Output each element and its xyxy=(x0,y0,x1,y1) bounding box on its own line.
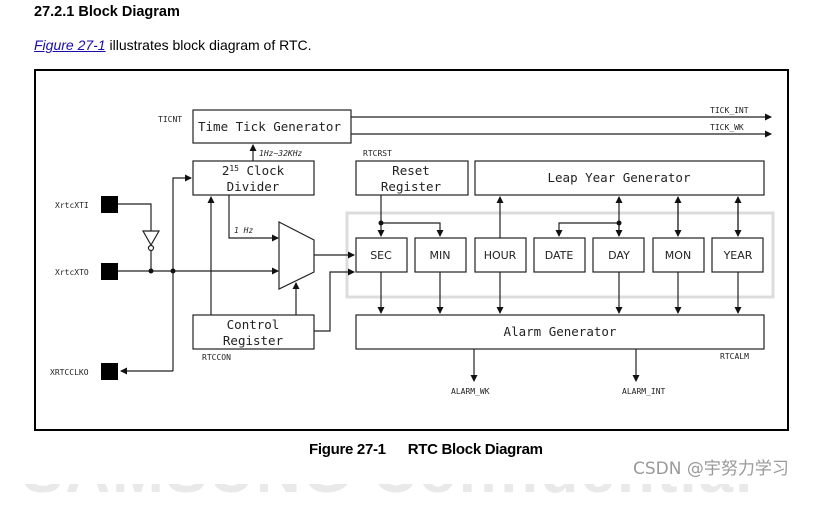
section-heading: 27.2.1 Block Diagram xyxy=(34,4,180,20)
control-register-block xyxy=(192,314,315,350)
caption-title: RTC Block Diagram xyxy=(407,441,543,458)
alarm-label: Alarm Generator xyxy=(504,324,617,339)
min-label: MIN xyxy=(430,249,451,262)
figure-link[interactable]: Figure 27-1 xyxy=(34,37,106,53)
inverter-bubble xyxy=(147,244,155,252)
date-label: DATE xyxy=(545,249,574,262)
intro-text: illustrates block diagram of RTC. xyxy=(105,37,312,53)
ticnt-label: TICNT xyxy=(158,115,182,124)
one-hz-line xyxy=(228,195,279,242)
clko-pin-label: XRTCCLKO xyxy=(50,368,89,377)
alarm-generator-block xyxy=(355,314,765,350)
year-label: YEAR xyxy=(723,249,753,262)
hour-label: HOUR xyxy=(484,249,517,262)
one-hz-label: 1 Hz xyxy=(234,226,253,235)
divider-label-line1: 215 Clock xyxy=(222,163,285,178)
reset-to-min-line xyxy=(381,222,444,237)
reset-label-line1: Reset xyxy=(392,163,430,178)
tick-int-label: TICK_INT xyxy=(710,106,749,115)
figure-frame xyxy=(34,69,789,431)
day-label: DAY xyxy=(608,249,630,262)
divider-label-line2: Divider xyxy=(227,179,280,194)
rtc-block-diagram: TICNT Time Tick Generator 1Hz~32KHz RTCR… xyxy=(50,106,775,396)
caption-number: Figure 27-1 xyxy=(309,441,386,458)
clko-pin-pad xyxy=(101,363,118,380)
time-tick-label: Time Tick Generator xyxy=(198,119,341,134)
sec-label: SEC xyxy=(370,249,392,262)
control-label-line2: Register xyxy=(223,333,284,348)
mon-label: MON xyxy=(665,249,691,262)
inverter-triangle xyxy=(141,230,161,247)
xto-pin-pad xyxy=(101,263,118,280)
leap-to-date-line xyxy=(555,222,619,237)
divider-input-line xyxy=(172,174,192,371)
alarm-wk-label: ALARM_WK xyxy=(451,387,490,396)
leap-year-label: Leap Year Generator xyxy=(548,170,691,185)
control-label-line1: Control xyxy=(227,317,280,332)
xti-line xyxy=(118,203,152,231)
xti-pin-pad xyxy=(101,196,118,213)
reset-register-block xyxy=(355,160,469,196)
time-tick-generator-block xyxy=(192,109,352,144)
reset-label-line2: Register xyxy=(381,179,442,194)
freq-range-label: 1Hz~32KHz xyxy=(259,149,303,158)
mux-trapezoid xyxy=(278,221,315,290)
tick-wk-label: TICK_WK xyxy=(710,123,744,132)
csdn-credit: CSDN @宇努力学习 xyxy=(633,459,789,479)
control-to-sec-line xyxy=(314,268,355,332)
date-counter-block xyxy=(533,237,586,273)
xto-pin-label: XrtcXTO xyxy=(55,268,89,277)
rtcalm-label: RTCALM xyxy=(720,352,749,361)
intro-paragraph: Figure 27-1 illustrates block diagram of… xyxy=(34,37,312,53)
rtcrst-label: RTCRST xyxy=(363,149,392,158)
leap-year-generator-block xyxy=(474,160,765,196)
figure-caption: Figure 27-1 RTC Block Diagram xyxy=(309,441,543,458)
xti-pin-label: XrtcXTI xyxy=(55,201,89,210)
rtccon-label: RTCCON xyxy=(202,353,231,362)
alarm-int-label: ALARM_INT xyxy=(622,387,666,396)
